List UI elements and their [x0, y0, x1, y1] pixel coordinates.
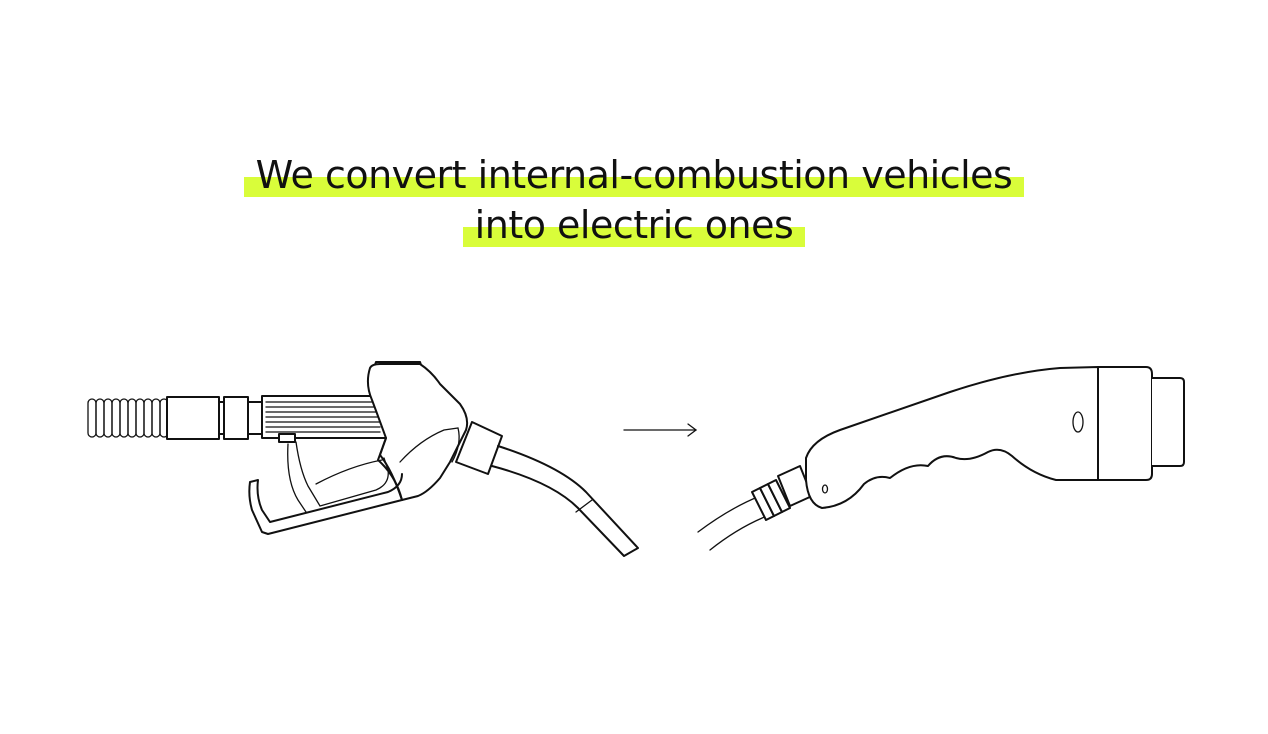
ev-charging-plug-icon — [697, 366, 1185, 551]
headline-line-2: into electric ones — [462, 203, 806, 247]
page-title: We convert internal-combustion vehicles … — [0, 150, 1268, 250]
fuel-nozzle-icon — [87, 361, 639, 557]
headline-line-1: We convert internal-combustion vehicles — [243, 153, 1025, 197]
arrow-right-icon — [623, 423, 698, 437]
